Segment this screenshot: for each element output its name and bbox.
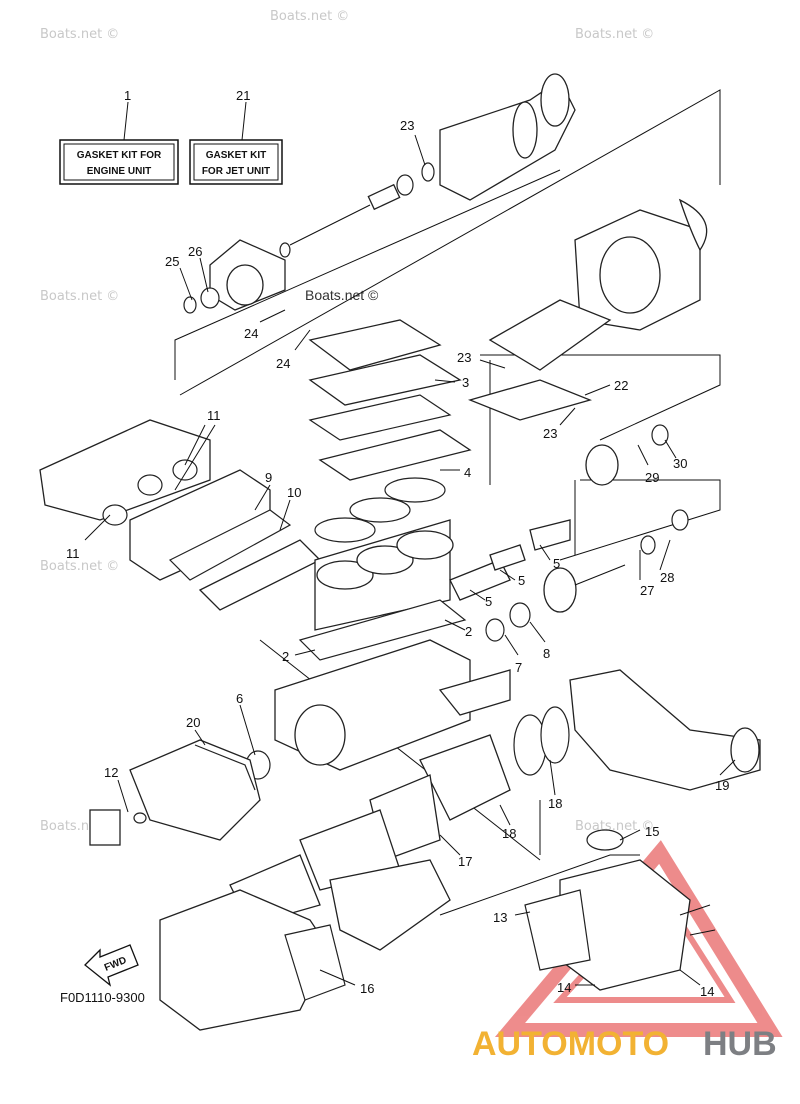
head-cover xyxy=(308,319,472,481)
ref-label: 29 xyxy=(645,470,659,485)
ref-label: 20 xyxy=(186,715,200,730)
ref-label: 5 xyxy=(553,556,560,571)
logo-text-secondary: HUB xyxy=(703,1025,777,1063)
ref-label: 16 xyxy=(360,981,374,996)
watermark-text: Boats.net © xyxy=(270,9,349,24)
ref-label: 24 xyxy=(244,326,258,341)
ref-label: 19 xyxy=(715,778,729,793)
impeller-housing xyxy=(467,198,708,421)
ref-label: 28 xyxy=(660,570,674,585)
ref-label: 1 xyxy=(124,88,131,103)
water-muffler xyxy=(569,669,761,791)
ref-label: 4 xyxy=(464,465,471,480)
logo-text-primary: AUTOMOTO xyxy=(472,1025,669,1063)
water-box xyxy=(89,739,261,846)
watermark-text: Boats.net © xyxy=(40,559,119,574)
lower-exhaust-pipe xyxy=(159,859,451,1031)
ref-label: 11 xyxy=(207,408,221,423)
ref-label: 23 xyxy=(457,350,471,365)
intake-manifold xyxy=(129,469,322,611)
ref-label: 2 xyxy=(282,649,289,664)
ref-label: 2 xyxy=(465,624,472,639)
ref-label: 17 xyxy=(458,854,472,869)
fwd-arrow-icon: FWD xyxy=(84,944,139,987)
nozzle-housing xyxy=(183,239,286,314)
automotohub-logo: AUTOMOTO HUB xyxy=(472,1025,777,1063)
kit-jet-line2: FOR JET UNIT xyxy=(202,166,270,177)
ref-label: 5 xyxy=(518,573,525,588)
ref-label: 8 xyxy=(543,646,550,661)
ref-label: 24 xyxy=(276,356,290,371)
ref-label: 14 xyxy=(700,984,714,999)
ref-label: 9 xyxy=(265,470,272,485)
ref-label: 26 xyxy=(188,244,202,259)
watermark-text: Boats.net © xyxy=(40,289,119,304)
watermark-text: Boats.net © xyxy=(575,819,654,834)
ref-label: 30 xyxy=(673,456,687,471)
watermark-text: Boats.net © xyxy=(305,287,379,303)
jet-pump-assembly xyxy=(279,73,576,258)
ref-label: 15 xyxy=(645,824,659,839)
ref-label: 23 xyxy=(543,426,557,441)
group-frame-lines xyxy=(174,89,721,916)
ref-label: 11 xyxy=(66,546,80,561)
kit-engine-line1: GASKET KIT FOR xyxy=(77,150,162,161)
ref-label: 22 xyxy=(614,378,628,393)
ref-label: 23 xyxy=(400,118,414,133)
gasket-kit-engine-box: GASKET KIT FOR ENGINE UNIT 1 xyxy=(59,88,179,185)
ref-label: 10 xyxy=(287,485,301,500)
ref-label: 5 xyxy=(485,594,492,609)
exhaust-pipe xyxy=(229,706,570,926)
reference-numbers: 23 25 26 24 24 3 4 23 23 23 22 23 9 10 1… xyxy=(66,118,729,999)
ref-label: 21 xyxy=(236,88,250,103)
ref-label: 18 xyxy=(502,826,516,841)
ref-label: 3 xyxy=(462,375,469,390)
ref-label: 27 xyxy=(640,583,654,598)
leader-lines xyxy=(84,134,736,986)
figure-code: F0D1110-9300 xyxy=(60,990,145,1005)
watermark-text: Boats.net © xyxy=(40,27,119,42)
ref-label: 12 xyxy=(104,765,118,780)
coupler xyxy=(485,424,689,642)
cylinder-block xyxy=(314,477,571,631)
kit-engine-line2: ENGINE UNIT xyxy=(87,166,151,177)
ref-label: 13 xyxy=(493,910,507,925)
crankcase xyxy=(245,599,511,780)
gasket-kit-jet-box: GASKET KIT FOR JET UNIT 21 xyxy=(189,88,283,185)
ref-label: 7 xyxy=(515,660,522,675)
water-pump xyxy=(524,829,716,991)
exhaust-manifold xyxy=(39,419,211,526)
ref-label: 18 xyxy=(548,796,562,811)
ref-label: 6 xyxy=(236,691,243,706)
kit-jet-line1: GASKET KIT xyxy=(206,150,267,161)
ref-label: 25 xyxy=(165,254,179,269)
ref-label: 14 xyxy=(557,980,571,995)
watermark-text: Boats.net © xyxy=(575,27,654,42)
